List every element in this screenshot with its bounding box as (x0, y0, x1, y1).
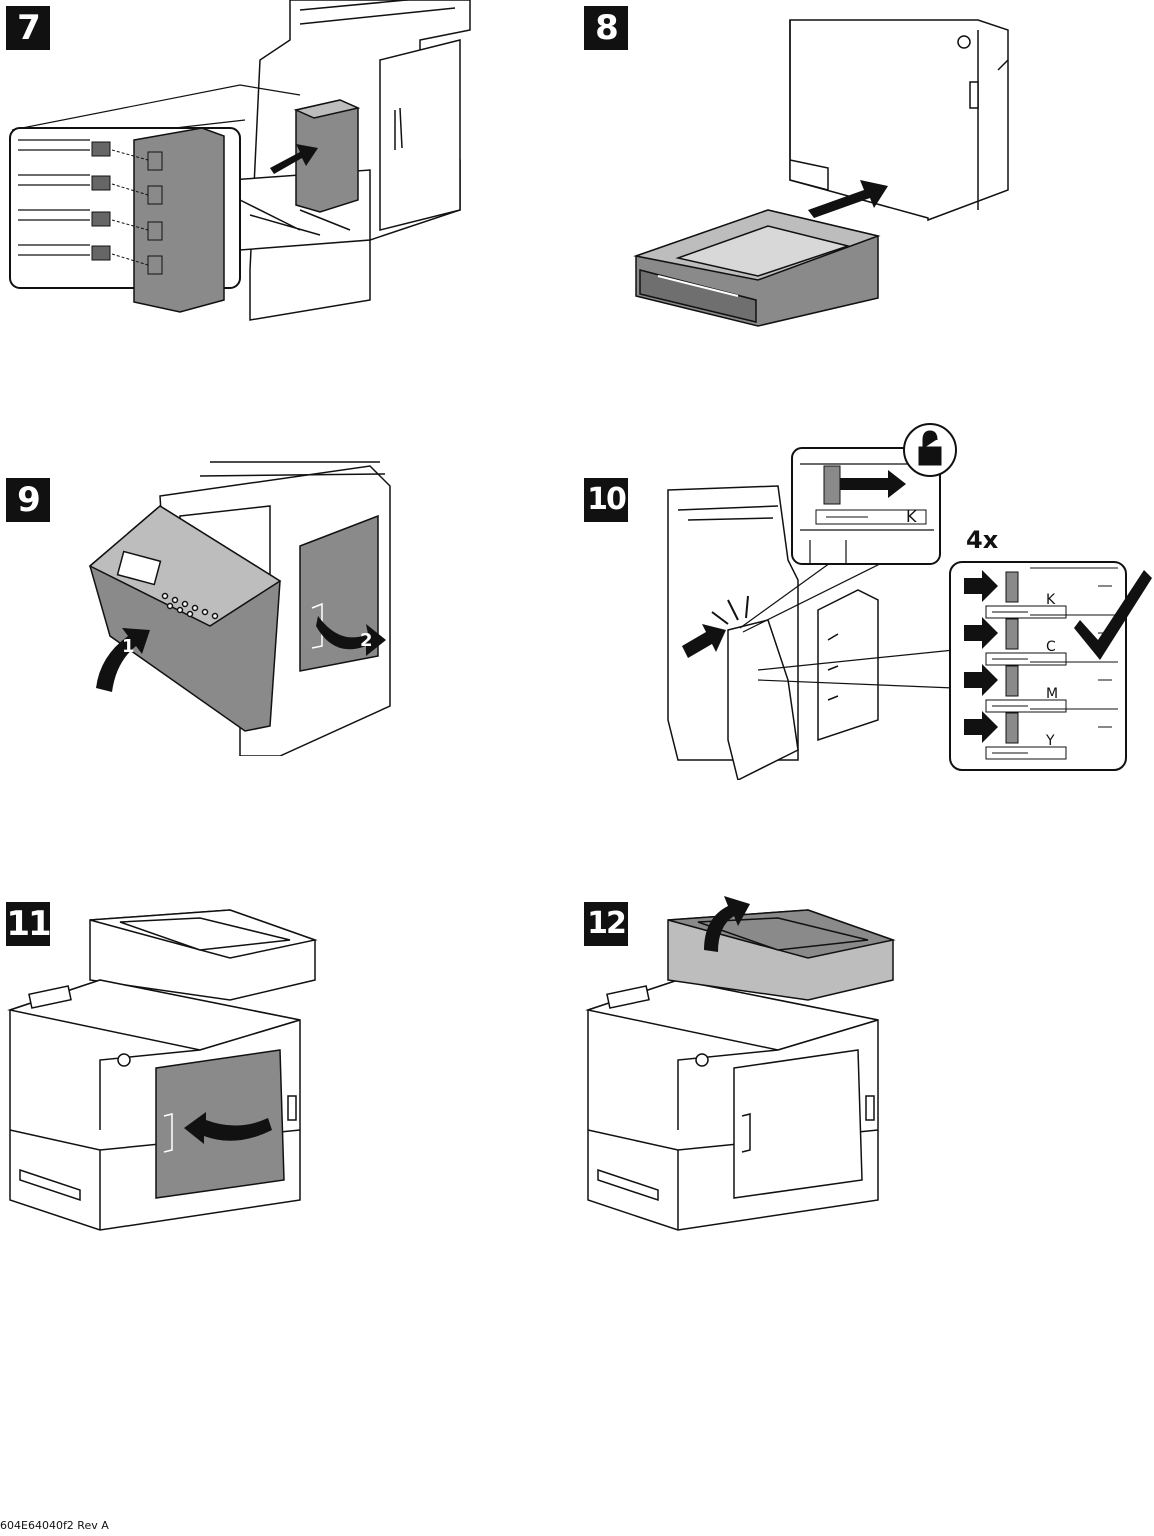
toner-slot-label: C (1046, 639, 1056, 655)
step-12-panel: 12 (578, 880, 1154, 1250)
lock-callout: K (792, 424, 956, 564)
step-7-illustration (0, 0, 560, 340)
step-8-panel: 8 (578, 0, 1154, 340)
step-9-panel: 9 1 2 (0, 456, 560, 756)
step-7-panel: 7 (0, 0, 560, 340)
step-10-panel: 10 K (578, 420, 1154, 780)
printer-lower-body (790, 20, 1008, 220)
toner-slot-label: K (1046, 592, 1056, 608)
toner-slot-label: M (1046, 686, 1058, 702)
step-11-panel: 11 (0, 880, 560, 1250)
paper-tray (636, 210, 878, 326)
slots-callout: K C M Y (950, 562, 1126, 770)
unlock-icon (920, 432, 940, 464)
document-code: 604E64040f2 Rev A (0, 1519, 109, 1532)
step-12-illustration (578, 880, 1154, 1250)
open-arrow-2-label: 2 (360, 630, 373, 651)
callout-inset (10, 128, 240, 312)
step-9-illustration: 1 2 (0, 456, 560, 756)
step-11-illustration (0, 880, 560, 1250)
step-8-illustration (578, 0, 1154, 340)
step-10-illustration: K 4x K C M Y (578, 420, 1154, 780)
repeat-count-label: 4x (966, 526, 999, 554)
open-arrow-1-label: 1 (122, 636, 135, 657)
toner-slot-label: Y (1045, 733, 1055, 749)
lock-slot-label: K (906, 507, 917, 526)
printer-body (588, 980, 878, 1230)
